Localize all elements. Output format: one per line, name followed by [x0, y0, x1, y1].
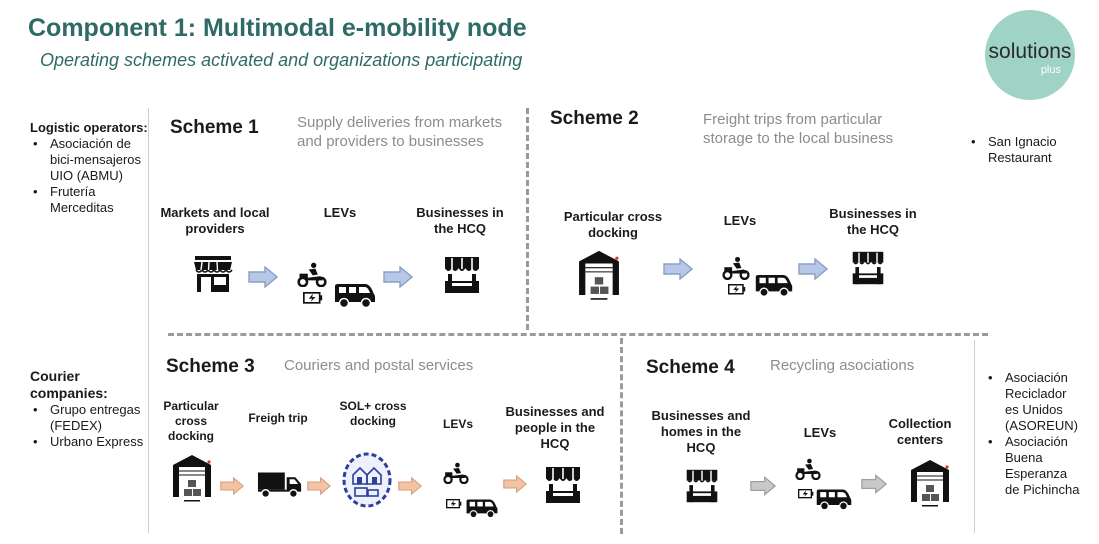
scheme3-description: Couriers and postal services [284, 357, 474, 374]
logo-main-text: solutions [988, 40, 1072, 63]
scheme2-step-label: LEVs [723, 213, 757, 228]
scheme1-step-label: Businesses in the HCQ [416, 205, 504, 236]
van-icon [465, 497, 499, 519]
van-icon [815, 487, 853, 511]
motorbike-icon [443, 462, 469, 484]
list-item: Asociación de bici-mensajeros UIO (ABMU) [30, 136, 150, 184]
solutions-plus-logo: solutions plus [985, 10, 1075, 100]
scheme4-step-label: LEVs [803, 425, 837, 440]
warehouse-icon [172, 452, 212, 502]
storefront-icon [850, 250, 886, 286]
motorbike-icon [795, 458, 821, 480]
truck-icon [257, 468, 303, 500]
scheme2-step-label: Businesses in the HCQ [829, 206, 917, 237]
scheme3-scheme4-divider [620, 338, 623, 534]
scheme1-title: Scheme 1 [170, 117, 259, 138]
storefront-icon [543, 460, 583, 510]
scheme3-step-label: Freigh trip [248, 411, 308, 425]
arrow-right-icon [861, 474, 887, 494]
scheme2-title: Scheme 2 [550, 108, 639, 129]
scheme2-description: Freight trips from particular storage to… [703, 111, 894, 147]
battery-icon [446, 497, 462, 509]
scheme4-step-label: Collection centers [888, 416, 952, 447]
van-icon [333, 282, 377, 308]
warehouse-icon [578, 248, 620, 300]
arrow-right-icon [750, 476, 776, 496]
scheme4-participants-panel: Asociación Reciclador es Unidos (ASOREUN… [985, 370, 1080, 498]
battery-icon [728, 282, 746, 295]
motorbike-icon [722, 256, 750, 280]
battery-icon [798, 487, 814, 499]
arrow-right-icon [798, 258, 828, 280]
logistic-operators-panel: Logistic operators: Asociación de bici-m… [30, 120, 150, 216]
scheme4-title: Scheme 4 [646, 357, 735, 378]
scheme3-step-label: Particular cross docking [163, 399, 219, 443]
list-item: Grupo entregas (FEDEX) [30, 402, 150, 434]
scheme2-step-label: Particular cross docking [563, 209, 663, 240]
scheme3-step-label: LEVs [442, 417, 473, 431]
motorbike-icon [297, 262, 327, 287]
storefront-icon [684, 466, 720, 506]
scheme2-participants-panel: San Ignacio Restaurant [968, 134, 1068, 166]
page-title: Component 1: Multimodal e-mobility node [28, 14, 527, 42]
arrow-right-icon [383, 266, 413, 288]
left-divider [148, 108, 149, 533]
arrow-right-icon [503, 474, 527, 494]
scheme1-step-label: Markets and local providers [160, 205, 270, 236]
logo-sub-text: plus [1040, 64, 1061, 76]
warehouse-icon [910, 455, 950, 509]
right-divider [974, 340, 975, 533]
scheme4-step-label: Businesses and homes in the HCQ [651, 408, 751, 455]
arrow-right-icon [307, 476, 331, 496]
scheme3-title: Scheme 3 [166, 356, 255, 377]
arrow-right-icon [248, 266, 278, 288]
scheme1-description: Supply deliveries from markets and provi… [297, 114, 503, 150]
battery-icon [303, 290, 323, 304]
storefront-icon [442, 255, 482, 295]
courier-companies-heading: Courier companies: [30, 368, 108, 401]
scheme1-step-label: LEVs [323, 205, 357, 220]
arrow-right-icon [220, 476, 244, 496]
storefront-icon [193, 252, 233, 296]
list-item: Asociación Reciclador es Unidos (ASOREUN… [985, 370, 1080, 434]
scheme3-step-label: Businesses and people in the HCQ [505, 404, 605, 451]
scheme1-scheme2-divider [526, 108, 529, 330]
scheme4-description: Recycling asociations [770, 357, 915, 374]
page-subtitle: Operating schemes activated and organiza… [40, 50, 523, 70]
courier-companies-panel: Courier companies: Grupo entregas (FEDEX… [30, 368, 150, 450]
list-item: San Ignacio Restaurant [968, 134, 1068, 166]
list-item: Frutería Merceditas [30, 184, 150, 216]
arrow-right-icon [663, 258, 693, 280]
sol-hub-icon [342, 452, 392, 508]
list-item: Asociación Buena Esperanza de Pichincha [985, 434, 1080, 498]
logistic-operators-heading: Logistic operators: [30, 120, 148, 135]
van-icon [754, 273, 794, 297]
scheme3-step-label: SOL+ cross docking [339, 399, 407, 428]
list-item: Urbano Express [30, 434, 150, 450]
horizontal-divider [168, 333, 988, 336]
arrow-right-icon [398, 476, 422, 496]
